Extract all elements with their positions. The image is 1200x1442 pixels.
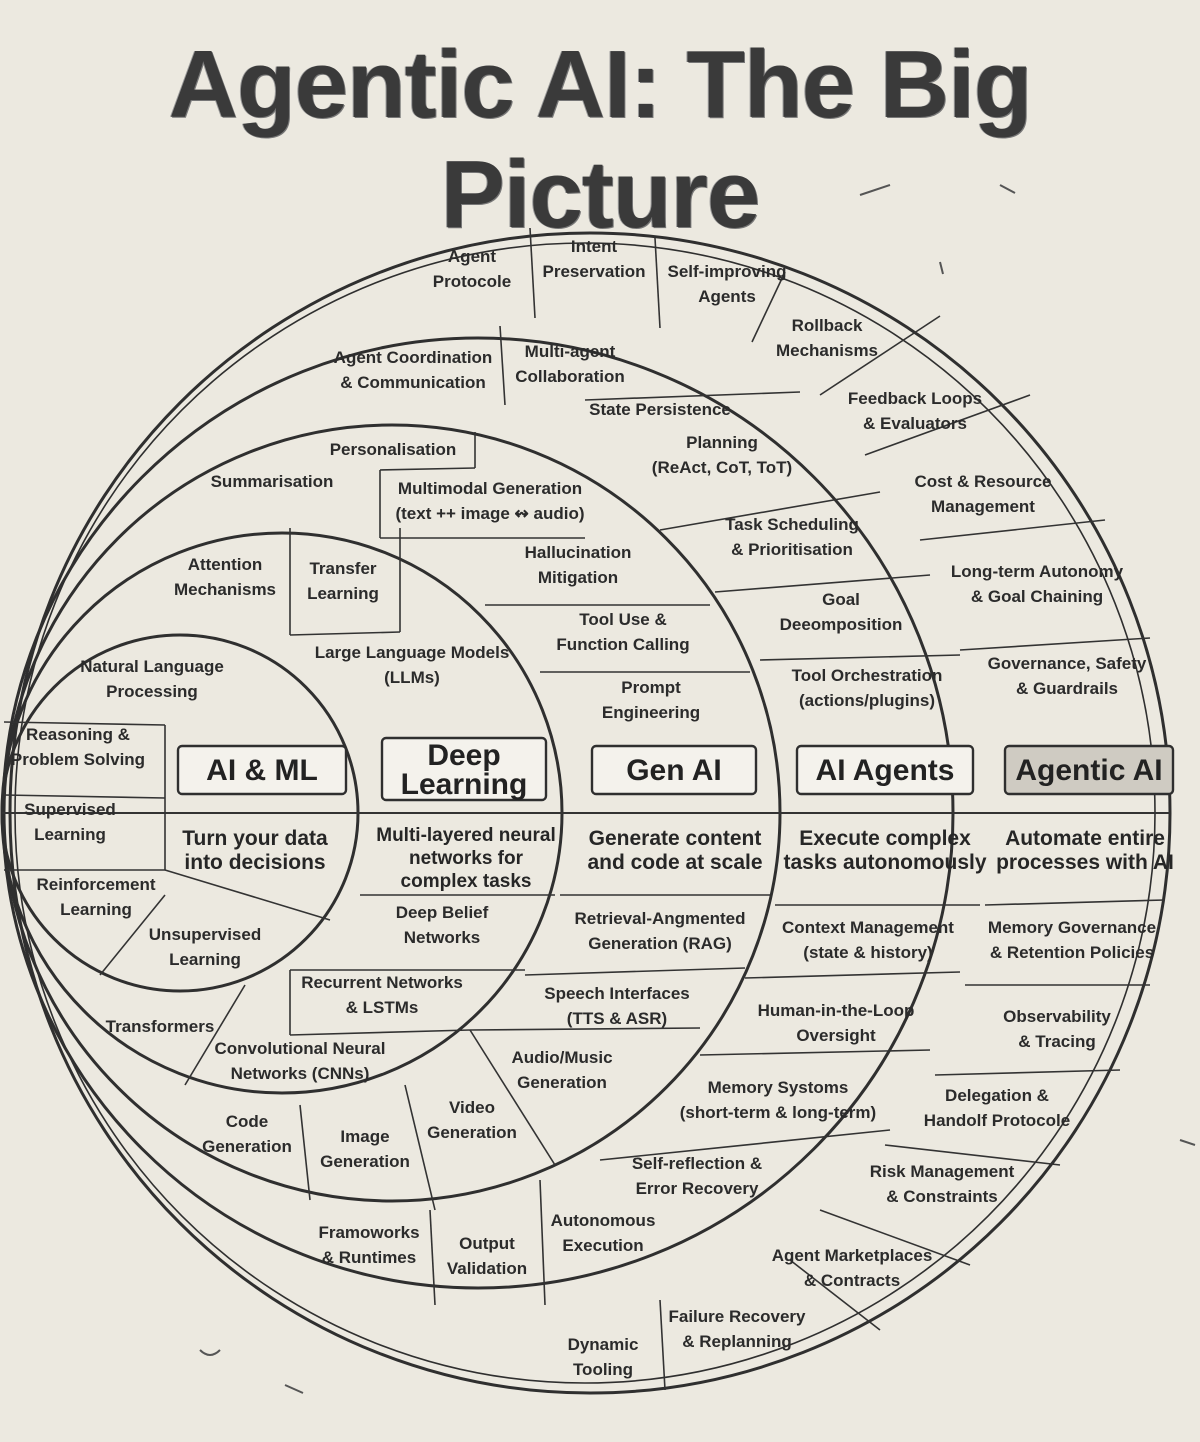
- ring-title-box-agentic-ai: [1003, 744, 1175, 796]
- concept-deep-learning-7: Transformers: [106, 1017, 215, 1036]
- concept-agentic-ai-13: Agent Marketplaces& Contracts: [772, 1246, 933, 1290]
- concept-ai-agents-3: State Persistence: [589, 400, 731, 419]
- page-title: Agentic AI: The Big Picture: [168, 31, 1033, 248]
- concept-agentic-ai-12: Risk Management& Constraints: [870, 1162, 1015, 1206]
- concept-agentic-ai-14: Failure Recovery& Replanning: [668, 1307, 806, 1351]
- concept-agentic-ai-10: Observability& Tracing: [1003, 1007, 1111, 1051]
- ring-outlines: [0, 231, 1172, 1395]
- concept-deep-learning-5: Recurrent Networks& LSTMs: [301, 973, 463, 1017]
- ring-title-box-gen-ai: [590, 744, 758, 796]
- concept-ai-agents-8: Context Management(state & history): [782, 918, 954, 962]
- concept-ai-agents-1: Agent Coordination& Communication: [334, 348, 493, 392]
- ring-title-ai-agents: AI Agents: [795, 744, 975, 796]
- concept-gen-ai-1: Summarisation: [211, 472, 334, 491]
- concept-ai-ml-2: Reasoning &Problem Solving: [11, 725, 145, 769]
- concept-agentic-ai-5: Feedback Loops& Evaluators: [848, 389, 982, 433]
- ring-title-text-ai-ml: AI & ML: [206, 754, 318, 787]
- concept-agentic-ai-8: Governance, Safety& Guardrails: [988, 654, 1147, 698]
- ring-title-ai-ml: AI & ML: [176, 744, 348, 796]
- concept-agentic-ai-11: Delegation &Handolf Protocole: [924, 1086, 1070, 1130]
- concept-ai-agents-10: Memory Systoms(short-term & long-term): [680, 1078, 876, 1122]
- ring-title-text-agentic-ai: Agentic AI: [1015, 754, 1162, 787]
- ring-title-box-deep-learning: [380, 736, 548, 802]
- decorative-pencil-marks: [199, 184, 1196, 1394]
- concept-ai-agents-4: Planning(ReAct, CoT, ToT): [652, 433, 792, 477]
- concept-ai-agents-5: Task Scheduling& Prioritisation: [725, 515, 859, 559]
- ring-title-gen-ai: Gen AI: [590, 744, 758, 796]
- ring-title-text-ai-agents: AI Agents: [816, 754, 955, 787]
- concept-ai-agents-14: Framoworks& Runtimes: [318, 1223, 419, 1267]
- concept-ai-agents-11: Self-reflection &Error Recovery: [632, 1154, 762, 1198]
- concept-deep-learning-3: Large Language Models(LLMs): [315, 643, 510, 687]
- concept-gen-ai-3: Multimodal Generation(text ++ image ↭ au…: [395, 479, 584, 523]
- ring-title-box-ai-agents: [795, 744, 975, 796]
- concept-gen-ai-5: Tool Use &Function Calling: [556, 610, 689, 654]
- concept-agentic-ai-9: Memory Governance& Retention Policies: [988, 918, 1156, 962]
- concept-ai-agents-7: Tool Orchestration(actions/plugins): [792, 666, 943, 710]
- concept-gen-ai-8: Speech Interfaces(TTS & ASR): [544, 984, 690, 1028]
- ring-title-text-gen-ai: Gen AI: [626, 754, 722, 787]
- concept-gen-ai-2: Personalisation: [330, 440, 457, 459]
- ring-title-box-ai-ml: [176, 744, 348, 796]
- concept-agentic-ai-7: Long-term Autonomy& Goal Chaining: [951, 562, 1124, 606]
- segment-dividers: [3, 227, 1166, 1391]
- ring-title-agentic-ai: Agentic AI: [1003, 744, 1175, 796]
